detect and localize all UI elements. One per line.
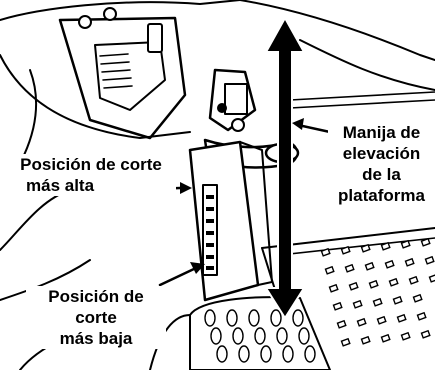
left-wheel-arc [0, 259, 91, 301]
console-outline [58, 16, 187, 140]
console-slots [99, 53, 133, 89]
deck-tread-hole [400, 239, 411, 249]
footplate-tread-hole [232, 327, 244, 345]
callout-lift-handle-line-4: plataforma [338, 186, 425, 205]
footplate-tread-hole [216, 345, 228, 363]
deck-tread-hole [400, 331, 411, 341]
footplate-tread-hole [238, 345, 250, 363]
callout-highest-cut: Posición de corte más alta [6, 154, 176, 196]
bracket-plate [224, 83, 248, 115]
deck-tread-hole [340, 337, 351, 347]
deck-tread-hole [368, 279, 379, 289]
deck-inner-edge [279, 237, 435, 256]
callout-lift-handle: Manija de elevación de la plataforma [328, 122, 435, 206]
deck-tread-hole [388, 277, 399, 287]
callout-lowest-cut-line-3: más baja [59, 329, 133, 348]
bracket-bolt [231, 118, 245, 132]
deck-tread-hole [420, 237, 431, 247]
upper-panel [239, 0, 435, 61]
deck-tread-hole [380, 333, 391, 343]
deck-tread-hole [376, 315, 387, 325]
rod-2 [289, 99, 435, 109]
deck-tread-hole [344, 263, 355, 273]
console-knob-2 [78, 15, 92, 29]
deck-tread-hole [364, 261, 375, 271]
footplate-tread-hole [226, 309, 238, 327]
deck-tread-hole [384, 259, 395, 269]
leader-lowest-head [190, 262, 205, 274]
callout-highest-cut-line-2: más alta [26, 176, 95, 195]
leader-handle-head [292, 118, 304, 130]
deck-tread-hole [360, 243, 371, 253]
rear-fender [299, 39, 435, 91]
deck-tread-hole [360, 335, 371, 345]
deck-tread-hole [408, 275, 419, 285]
footplate-tread-hole [292, 309, 304, 327]
deck-tread-hole [396, 313, 407, 323]
callout-highest-cut-line-1: Posición de corte [20, 155, 162, 174]
deck-tread-hole [328, 283, 339, 293]
footplate-tread-hole [304, 345, 316, 363]
deck-tread-hole [424, 255, 435, 265]
callout-lift-handle-line-2: elevación [342, 144, 421, 163]
callout-lowest-cut-line-1: Posición de [48, 287, 144, 306]
footplate-tread-hole [276, 327, 288, 345]
double-headed-arrow-icon [264, 15, 306, 320]
deck-tread-hole [336, 319, 347, 329]
seat-edge [0, 54, 191, 139]
deck-tread-hole [420, 329, 431, 339]
footplate-tread-hole [282, 345, 294, 363]
deck-tread-hole [392, 295, 403, 305]
deck-tread-hole [320, 247, 331, 257]
callout-lift-handle-line-3: de la [362, 165, 401, 184]
leader-lowest [158, 266, 198, 287]
callout-lowest-cut: Posición de corte más baja [26, 286, 166, 349]
deck-tread-hole [380, 241, 391, 251]
seat-outline [0, 0, 241, 21]
deck-tread-hole [348, 281, 359, 291]
footplate-tread-pattern [204, 309, 316, 363]
footplate-tread-hole [260, 345, 272, 363]
leader-handle [296, 123, 332, 134]
deck-tread-hole [332, 301, 343, 311]
footplate-curve [149, 314, 191, 370]
deck-tread-hole [352, 299, 363, 309]
deck-tread-hole [356, 317, 367, 327]
footplate-tread-hole [248, 309, 260, 327]
deck-tread-hole [404, 257, 415, 267]
deck-tread-hole [412, 293, 423, 303]
console-knob-3 [103, 7, 117, 21]
rod [289, 91, 435, 101]
deck-tread-hole [340, 245, 351, 255]
callout-lowest-cut-line-2: corte [75, 308, 117, 327]
selector-face-right [239, 141, 273, 286]
footplate-tread-hole [210, 327, 222, 345]
body-curve-left [0, 189, 71, 251]
deck-tread-hole [372, 297, 383, 307]
footplate-tread-hole [204, 309, 216, 327]
deck-tread-hole [428, 273, 435, 283]
leader-highest-head [180, 182, 192, 194]
callout-lift-handle-line-1: Manija de [342, 123, 421, 142]
deck-tread-hole [324, 265, 335, 275]
console-knob [147, 23, 163, 53]
selector-notches [206, 195, 214, 270]
footplate-tread-hole [298, 327, 310, 345]
footplate-tread-hole [270, 309, 282, 327]
deck-tread-pattern [320, 237, 435, 347]
bracket-bolt-2 [217, 103, 227, 113]
deck-tread-hole [416, 311, 427, 321]
footplate-tread-hole [254, 327, 266, 345]
